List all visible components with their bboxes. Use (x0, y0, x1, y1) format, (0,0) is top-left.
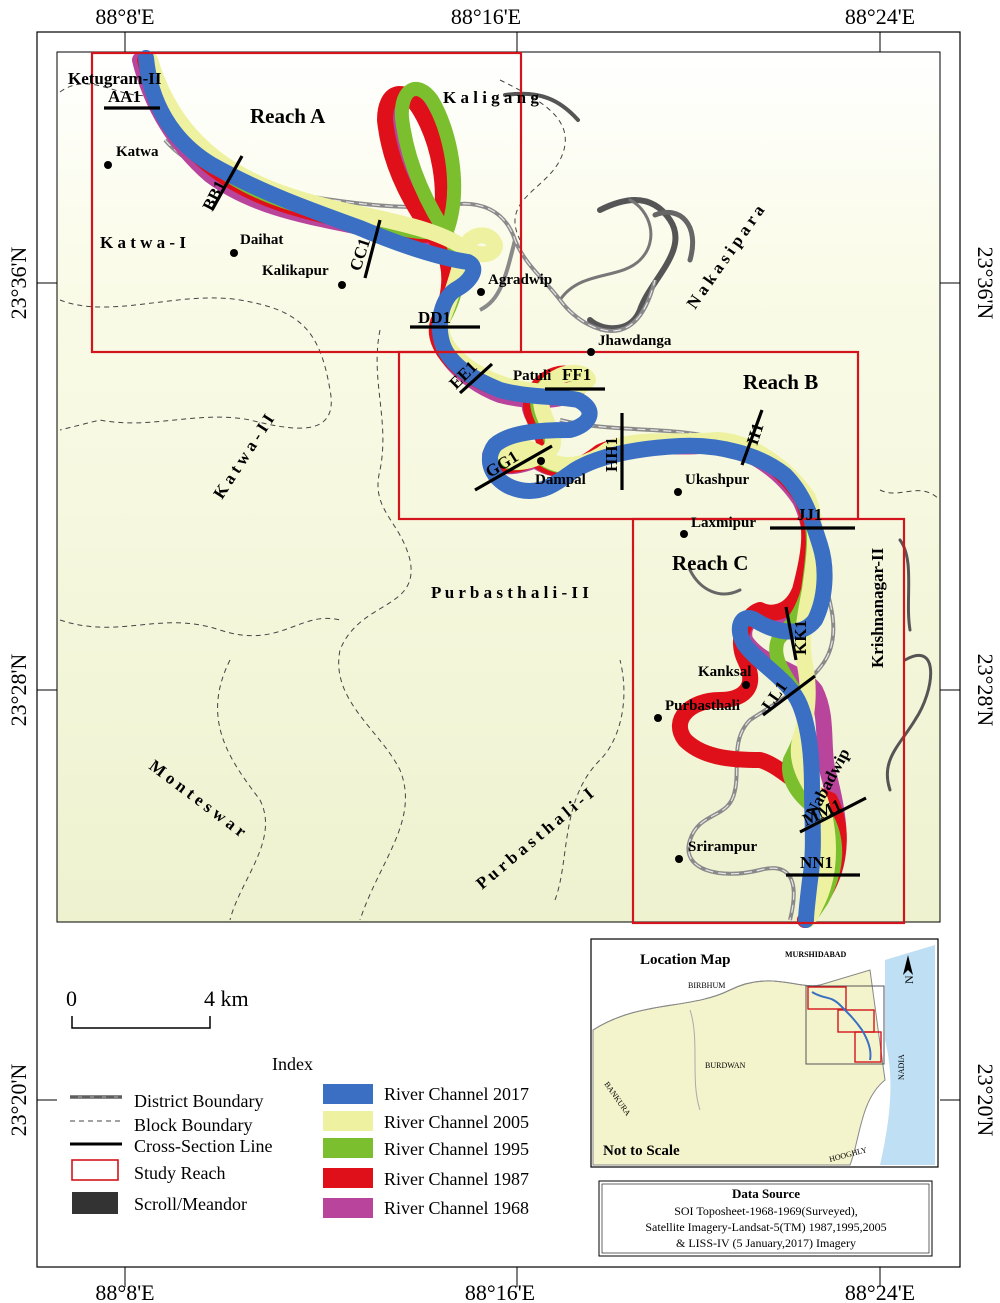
north-label: N (902, 975, 916, 984)
lat-label-left-2: 23°28'N (6, 654, 31, 727)
lon-label-top-3: 88°24'E (845, 4, 915, 29)
legend: Index District Boundary Block Boundary C… (70, 1054, 529, 1218)
lat-label-right-1: 23°36'N (973, 247, 998, 320)
section-nn1: NN1 (800, 853, 833, 872)
block-katwa-1: K a t w a - I (100, 233, 186, 252)
place-dampal: Dampal (535, 472, 586, 488)
legend-title: Index (272, 1054, 313, 1074)
location-map-title: Location Map (640, 952, 730, 968)
data-source-line-2: Satellite Imagery-Landsat-5(TM) 1987,199… (645, 1220, 886, 1234)
reach-c-label: Reach C (672, 551, 748, 575)
place-katwa: Katwa (116, 144, 159, 160)
legend-channel-1995: River Channel 1995 (384, 1139, 529, 1159)
scale-start-label: 0 (66, 986, 77, 1011)
legend-swatch-2017 (323, 1084, 373, 1104)
legend-study-reach: Study Reach (134, 1163, 226, 1183)
legend-block-boundary: Block Boundary (134, 1115, 253, 1135)
place-daihat: Daihat (240, 232, 283, 248)
legend-swatch-2005 (323, 1111, 373, 1131)
reach-b-label: Reach B (743, 370, 818, 394)
block-purbasthali-2: P u r b a s t h a l i - I I (431, 583, 589, 602)
legend-swatch-1995 (323, 1138, 373, 1158)
location-birbhum: BIRBHUM (688, 981, 725, 990)
legend-channel-2017: River Channel 2017 (384, 1084, 529, 1104)
section-ff1: FF1 (562, 365, 591, 384)
legend-scroll-meandor: Scroll/Meandor (134, 1194, 247, 1214)
legend-swatch-1987 (323, 1168, 373, 1188)
north-arrow-icon (903, 955, 913, 975)
location-burdwan: BURDWAN (705, 1061, 746, 1070)
lon-label-top-1: 88°8'E (95, 4, 154, 29)
legend-swatch-1968 (323, 1198, 373, 1218)
block-kaligang: K a l i g a n g (443, 88, 539, 107)
cross-section-lines (104, 106, 867, 877)
lat-label-right-3: 23°20'N (973, 1064, 998, 1137)
reach-c-box (631, 517, 906, 925)
location-not-to-scale: Not to Scale (603, 1143, 680, 1159)
lon-label-bottom-1: 88°8'E (95, 1280, 154, 1303)
graticule-ticks (37, 32, 960, 1287)
reach-a-box (90, 51, 523, 354)
place-kalikapur: Kalikapur (262, 263, 329, 279)
section-aa1: AA1 (108, 87, 141, 106)
block-ketugram: Ketugram-II (68, 69, 162, 88)
lon-label-top-2: 88°16'E (451, 4, 521, 29)
place-laxmipur: Laxmipur (691, 515, 756, 531)
section-dd1: DD1 (418, 308, 451, 327)
scale-bar: 0 4 km (66, 986, 249, 1029)
study-reach-boxes (90, 51, 906, 925)
lat-label-left-1: 23°36'N (6, 247, 31, 320)
location-nadia: NADIA (897, 1054, 906, 1080)
legend-district-boundary: District Boundary (134, 1091, 263, 1111)
scroll-meanders (503, 91, 933, 792)
settlement-points (104, 161, 750, 863)
lat-label-left-3: 23°20'N (6, 1064, 31, 1137)
location-map-inset: Location Map MURSHIDABAD BIRBHUM BURDWAN… (590, 938, 939, 1168)
data-source-line-3: & LISS-IV (5 January,2017) Imagery (676, 1236, 856, 1250)
data-source-title: Data Source (732, 1186, 800, 1201)
data-source-line-1: SOI Toposheet-1968-1969(Surveyed), (674, 1204, 858, 1218)
section-kk1: KK1 (791, 620, 810, 655)
block-boundaries (59, 79, 941, 921)
river-channel-2005 (142, 52, 836, 928)
legend-cross-section-line: Cross-Section Line (134, 1136, 272, 1156)
place-srirampur: Srirampur (688, 839, 758, 855)
data-source-box: Data Source SOI Toposheet-1968-1969(Surv… (598, 1180, 933, 1257)
place-agradwip: Agradwip (488, 272, 552, 288)
legend-channel-1987: River Channel 1987 (384, 1169, 529, 1189)
place-ukashpur: Ukashpur (685, 472, 750, 488)
place-purbasthali: Purbasthali (665, 698, 740, 714)
lon-label-bottom-3: 88°24'E (845, 1280, 915, 1303)
location-murshidabad: MURSHIDABAD (785, 950, 847, 959)
block-krishnanagar: Krishnanagar-II (868, 547, 887, 668)
legend-channel-2005: River Channel 2005 (384, 1112, 529, 1132)
section-hh1: HH1 (602, 437, 621, 472)
place-kanksal: Kanksal (698, 664, 751, 680)
legend-channel-1968: River Channel 1968 (384, 1198, 529, 1218)
lon-label-bottom-2: 88°16'E (465, 1280, 535, 1303)
place-patuli: Patuli (513, 368, 551, 384)
section-jj1: JJ1 (797, 505, 823, 524)
scale-end-label: 4 km (204, 986, 249, 1011)
reach-b-box (397, 350, 860, 521)
place-jhawdanga: Jhawdanga (598, 333, 672, 349)
river-channel-2017 (138, 50, 833, 928)
lat-label-right-2: 23°28'N (973, 654, 998, 727)
reach-a-label: Reach A (250, 104, 326, 128)
